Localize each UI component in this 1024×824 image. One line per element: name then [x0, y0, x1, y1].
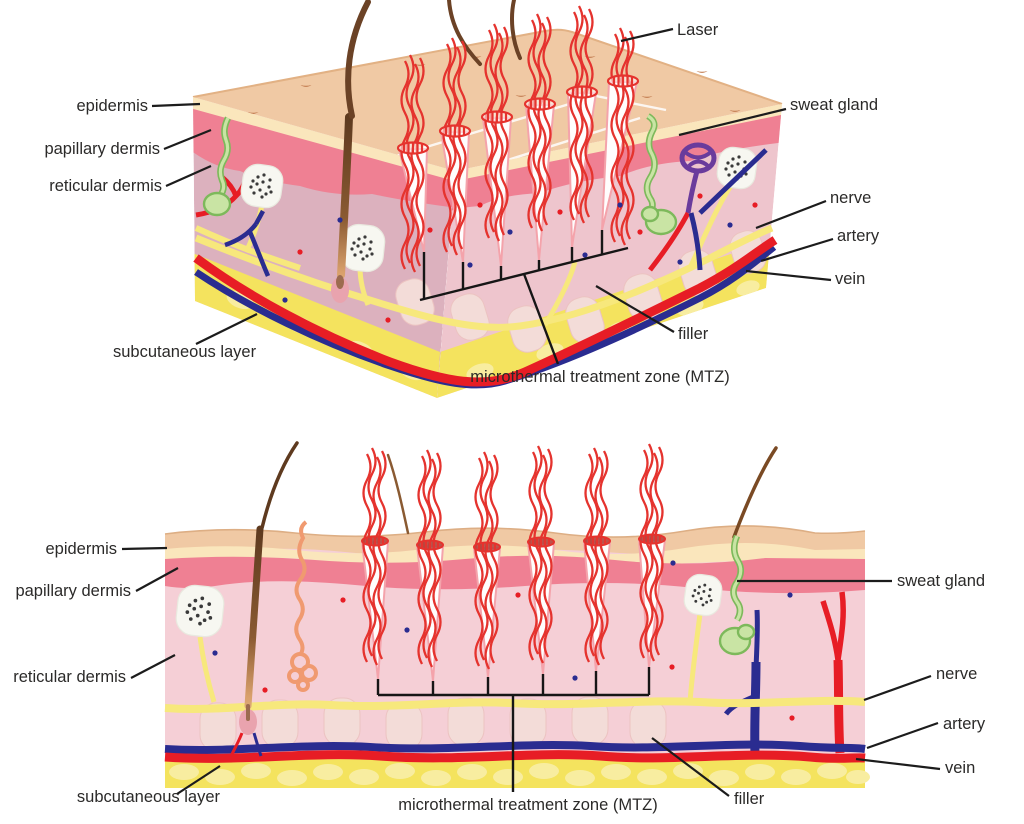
artery: [193, 236, 778, 387]
sweat-gland-right-top: [640, 113, 678, 236]
fat-lobules: [169, 763, 870, 786]
label-papillary-top: papillary dermis: [44, 140, 160, 158]
bottom-diagram: epidermis papillary dermis reticular der…: [13, 441, 986, 814]
hair-right: [732, 446, 778, 539]
leader-epidermis-bottom: [121, 546, 168, 551]
hair-follicle-left: [229, 441, 299, 757]
leader-filler-top: [595, 285, 675, 333]
top-diagram: Laser epidermis papillary dermis reticul…: [44, 0, 880, 398]
label-vein-bottom: vein: [945, 759, 975, 777]
label-sweat-gland-bottom: sweat gland: [897, 572, 985, 590]
bottom-diagram-labels: epidermis papillary dermis reticular der…: [13, 540, 986, 814]
mtz-bracket: [419, 230, 629, 365]
pressure-receptor: [240, 146, 758, 273]
label-vein-top: vein: [835, 270, 865, 288]
capillary-knot: [648, 142, 768, 272]
top-diagram-labels: Laser epidermis papillary dermis reticul…: [44, 21, 879, 386]
label-laser: Laser: [677, 21, 719, 39]
label-sweat-gland-top: sweat gland: [790, 96, 878, 114]
leader-artery-bottom: [866, 721, 939, 750]
capillary-dots: [212, 560, 795, 721]
leader-subcutaneous-top: [195, 313, 258, 345]
label-reticular-top: reticular dermis: [49, 177, 162, 195]
mtz-bracket: [376, 667, 651, 792]
label-mtz-bottom: microthermal treatment zone (MTZ): [398, 796, 657, 814]
coiled-gland-orange: [287, 520, 318, 692]
pressure-receptor: [175, 573, 723, 638]
label-epidermis-top: epidermis: [76, 97, 148, 115]
artery: [164, 750, 866, 763]
leader-vein-bottom: [855, 757, 941, 771]
vein: [164, 740, 866, 754]
label-nerve-top: nerve: [830, 189, 871, 207]
leader-reticular-top: [165, 164, 212, 188]
hair-follicle: [331, 113, 353, 303]
label-epidermis-bottom: epidermis: [45, 540, 117, 558]
label-artery-bottom: artery: [943, 715, 986, 733]
artery-branch: [820, 591, 846, 754]
leader-nerve-top: [755, 199, 827, 230]
leader-artery-top: [760, 237, 834, 263]
hairs-above-skin: [345, 0, 522, 119]
small-hair: [386, 453, 410, 535]
label-nerve-bottom: nerve: [936, 665, 977, 683]
label-filler-bottom: filler: [734, 790, 765, 808]
label-reticular-bottom: reticular dermis: [13, 668, 126, 686]
leader-laser: [620, 27, 674, 43]
leader-sweat-gland-top: [678, 107, 787, 137]
label-artery-top: artery: [837, 227, 880, 245]
leader-subcutaneous-bottom: [176, 765, 221, 795]
label-filler-top: filler: [678, 325, 709, 343]
leader-papillary-top: [163, 128, 212, 151]
nerves: [164, 613, 866, 713]
label-papillary-bottom: papillary dermis: [15, 582, 131, 600]
label-subcutaneous-bottom: subcutaneous layer: [77, 788, 221, 806]
leader-papillary-bottom: [135, 567, 179, 592]
leader-reticular-bottom: [130, 654, 176, 679]
leader-epidermis-top: [151, 102, 201, 108]
filler-implants: [199, 696, 667, 752]
leader-nerve-bottom: [863, 674, 932, 702]
leader-filler-bottom: [651, 737, 730, 797]
capillary-dots: [282, 193, 758, 323]
leader-vein-top: [745, 269, 832, 282]
label-subcutaneous-top: subcutaneous layer: [113, 343, 257, 361]
label-mtz-top: microthermal treatment zone (MTZ): [470, 368, 729, 386]
sweat-gland-left: [202, 116, 232, 217]
